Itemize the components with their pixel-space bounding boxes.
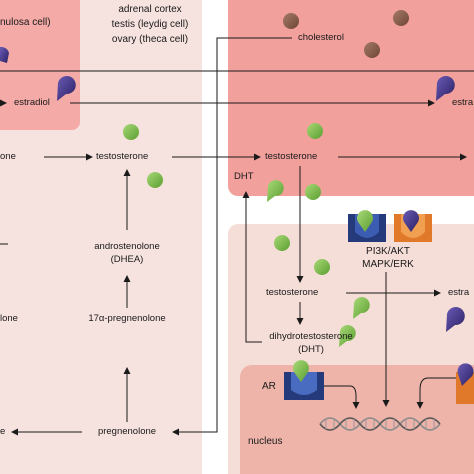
pregnenolone-17a-left-label: lone: [0, 313, 18, 324]
source-tissue-label-2: testis (leydig cell): [111, 19, 189, 30]
ar-label: AR: [262, 381, 276, 392]
estradiol-ligand: [57, 76, 76, 101]
pregnenolone-left-label: e: [0, 426, 6, 437]
nucleus-label: nucleus: [248, 436, 283, 447]
estrogen-receptor: [456, 363, 474, 404]
dht-full-label: dihydrotestosterone: [269, 331, 353, 342]
granulosa-cell-panel: [0, 0, 80, 130]
testosterone-molecule: [305, 184, 321, 200]
target-cell-top-panel: [228, 0, 474, 196]
estrogen-membrane-receptor: [394, 210, 432, 242]
dht-ligand: [339, 325, 356, 347]
estradiol-ligand: [446, 307, 465, 332]
dht-short-label: DHT: [234, 171, 254, 182]
source-tissue-label-3: ovary (theca cell): [111, 34, 189, 45]
cholesterol-molecule: [283, 13, 299, 29]
pregnenolone-17a-label: 17α-pregnenolone: [88, 313, 166, 324]
cholesterol-molecule: [393, 10, 409, 26]
estradiol-top-label: estra: [452, 97, 474, 108]
dht-abbrev-label: (DHT): [298, 344, 324, 355]
androstenolone-label: androstenolone: [94, 241, 160, 252]
testosterone-molecule: [274, 235, 290, 251]
cholesterol-label: cholesterol: [298, 32, 344, 43]
pregnenolone-label: pregnenolone: [97, 426, 157, 437]
estradiol-label: estradiol: [14, 97, 50, 108]
source-tissue-label-1: adrenal cortex: [118, 4, 182, 15]
arrow-er-to-dna: [416, 377, 456, 409]
dhea-label: (DHEA): [110, 254, 144, 265]
estradiol-mid-label: estra: [448, 287, 470, 298]
testosterone-molecule: [307, 123, 323, 139]
androgen-membrane-receptor: [348, 210, 386, 242]
testosterone-molecule: [314, 259, 330, 275]
dht-ligand: [353, 297, 370, 319]
cholesterol-arrow: [172, 37, 292, 436]
testosterone-molecule: [123, 124, 139, 140]
dna-helix: [319, 417, 441, 431]
arrow-dht-feedback: [242, 191, 262, 343]
dht-ligand: [267, 180, 284, 202]
testosterone-label: testosterone: [96, 151, 149, 162]
androgen-receptor: [284, 360, 324, 400]
pathway-label-1: PI3K/AKT: [366, 246, 410, 257]
arrow-ar-to-dna: [324, 385, 360, 409]
testosterone-mid-label: testosterone: [266, 287, 319, 298]
testosterone-left-label: one: [0, 151, 16, 162]
testosterone-molecule: [147, 172, 163, 188]
estradiol-ligand: [0, 46, 9, 63]
cholesterol-molecule: [364, 42, 380, 58]
granulosa-cell-label: nulosa cell): [0, 17, 51, 28]
estradiol-ligand: [436, 76, 455, 101]
pathway-label-2: MAPK/ERK: [362, 259, 414, 270]
testosterone-top-label: testosterone: [265, 151, 318, 162]
